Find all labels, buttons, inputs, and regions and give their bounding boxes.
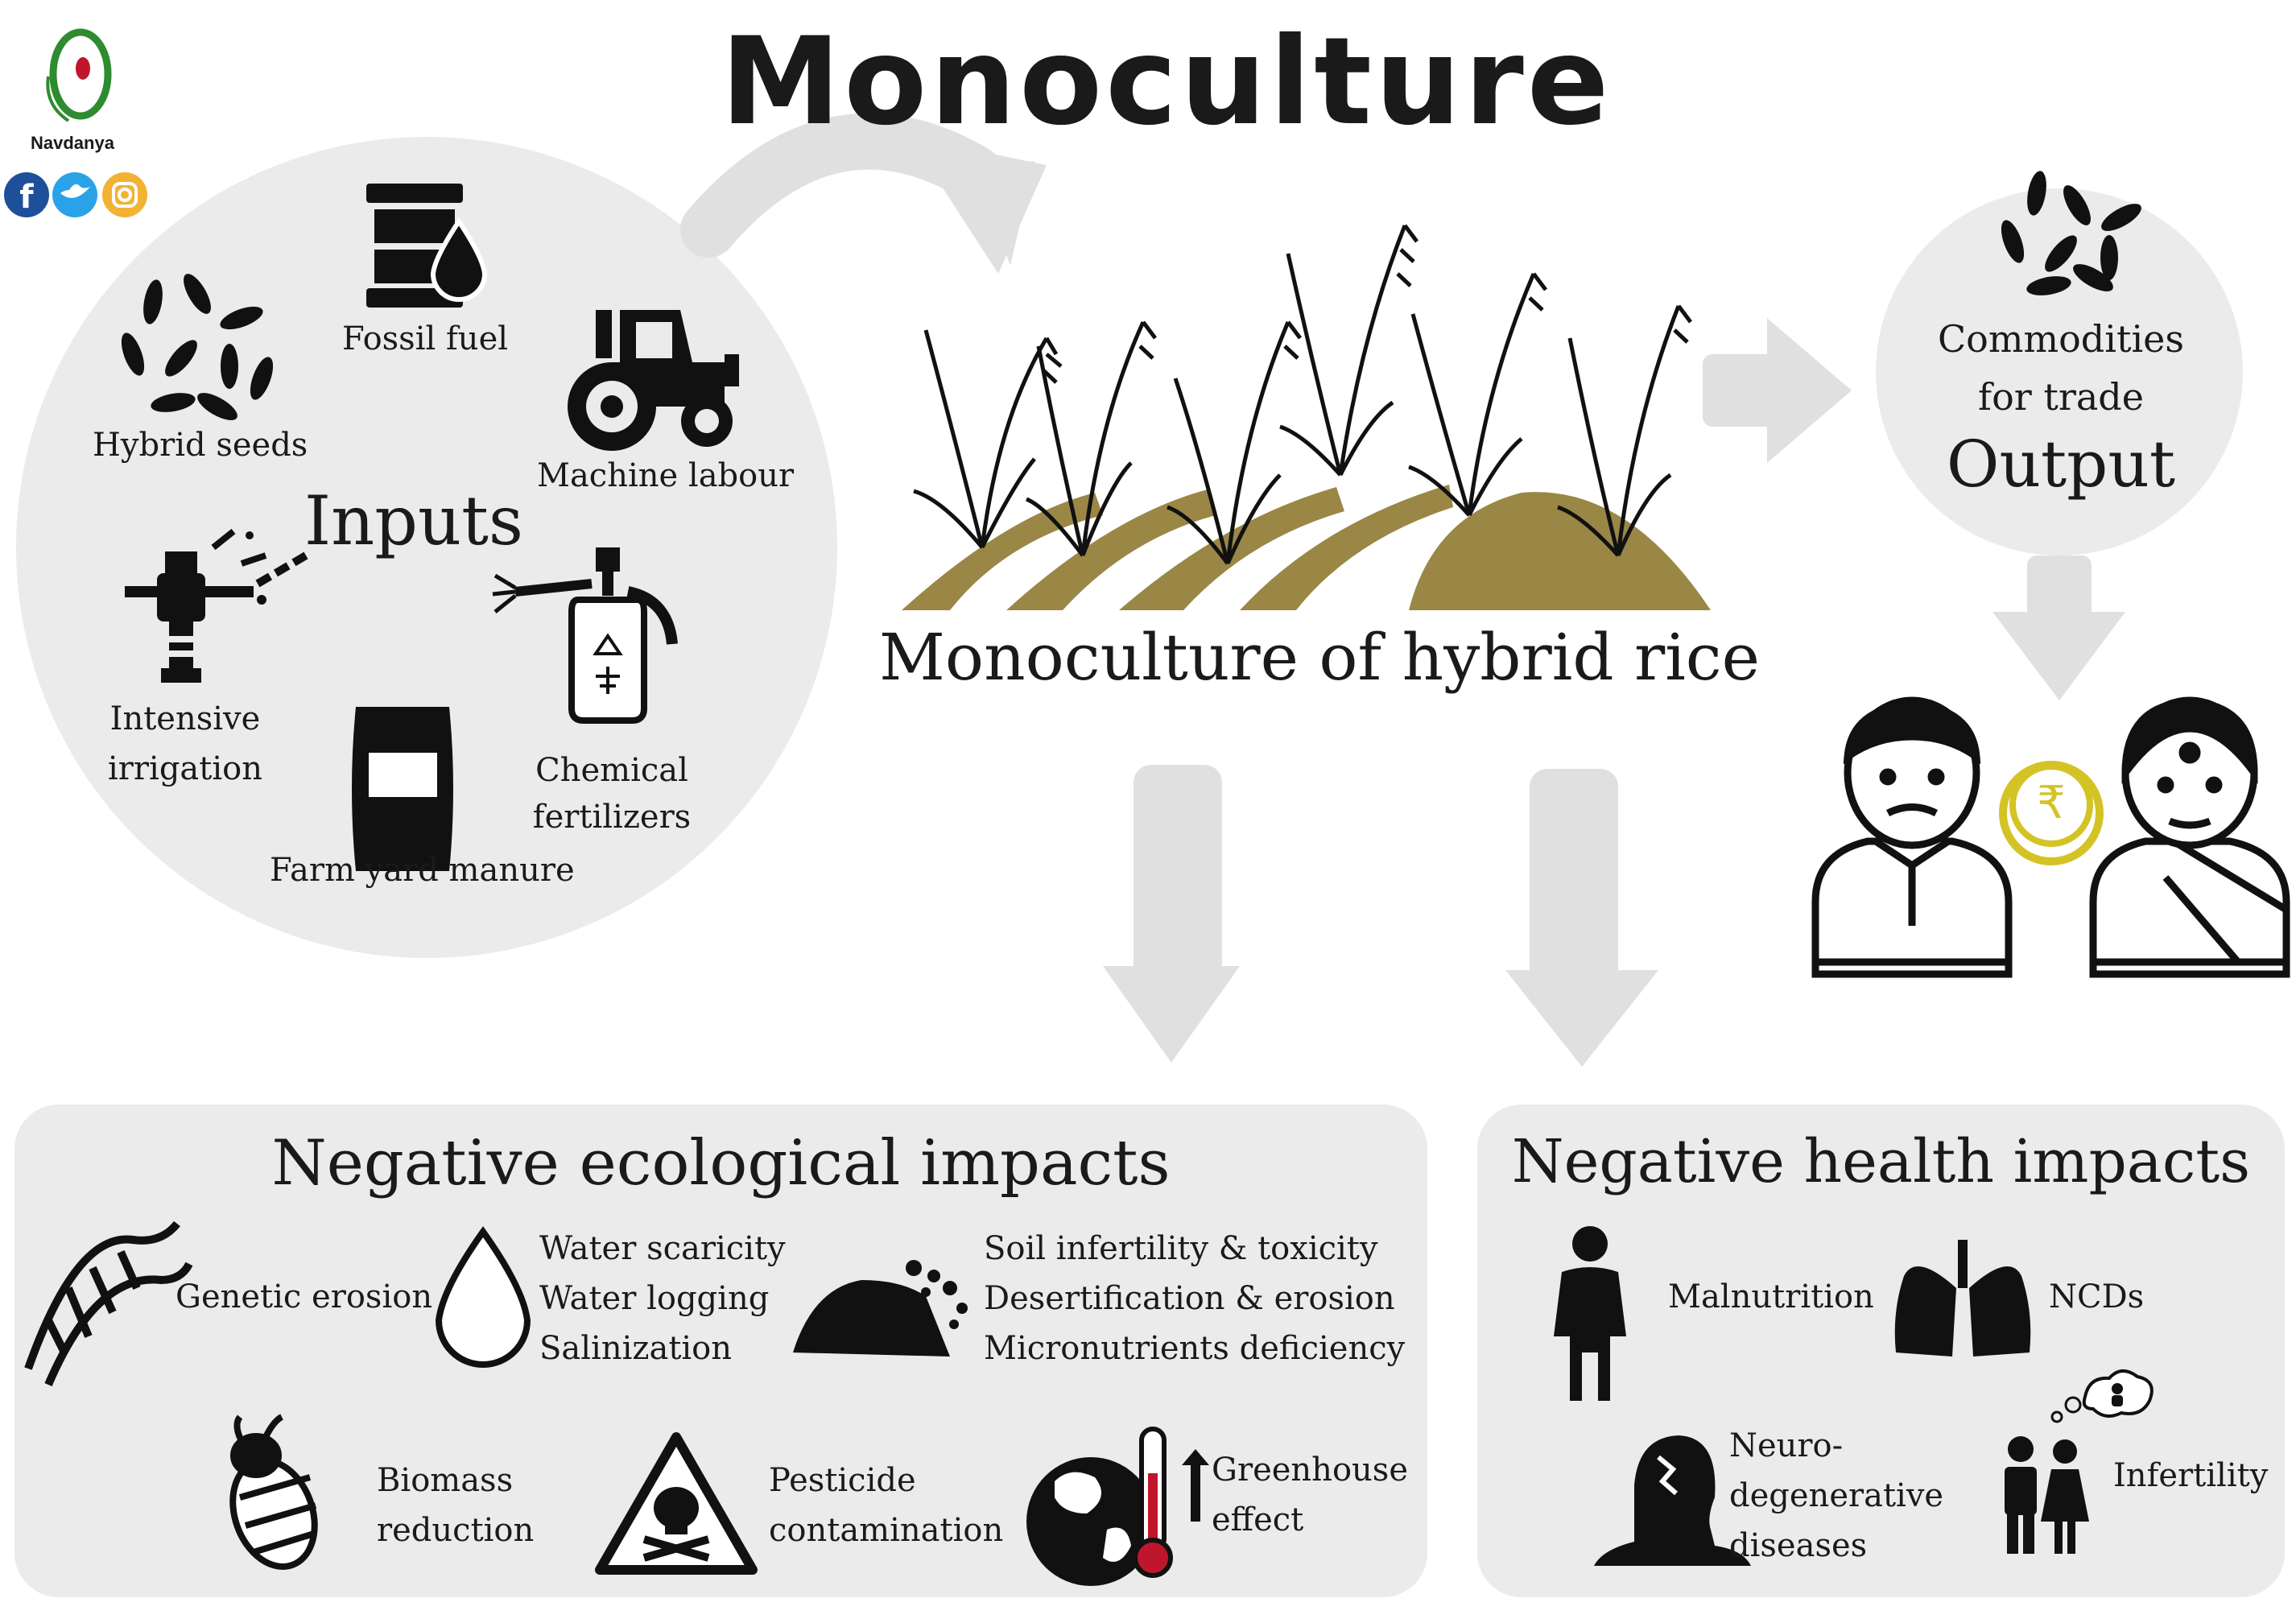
navdanya-logo-icon [46, 28, 112, 122]
monoculture-caption: Monoculture of hybrid rice [879, 620, 1760, 695]
tractor-icon [568, 310, 739, 451]
label-malnutrition: Malnutrition [1668, 1278, 1874, 1315]
water-impact-3: Salinization [539, 1330, 733, 1367]
pesticide-line-2: contamination [769, 1512, 1004, 1549]
commodity-seeds-icon [2001, 171, 2141, 295]
facebook-icon[interactable] [4, 172, 49, 217]
rice-field-icon [902, 485, 1711, 610]
neuro-line-3: diseases [1729, 1527, 1868, 1564]
label-genetic-erosion: Genetic erosion [176, 1278, 433, 1315]
soil-pile-icon [793, 1260, 968, 1357]
water-impact-2: Water logging [539, 1280, 770, 1317]
label-hybrid-seeds: Hybrid seeds [93, 427, 308, 464]
brand-name: Navdanya [31, 133, 114, 153]
output-heading: Output [1946, 427, 2176, 502]
water-impacts: Water scaricity Water logging Salinizati… [539, 1224, 786, 1373]
biomass-line-1: Biomass [377, 1462, 514, 1499]
farmer-man-icon [1811, 696, 2013, 978]
biomass-impact: Biomass reduction [377, 1456, 534, 1555]
label-chemical-fertilizers-line-2: fertilizers [532, 799, 692, 836]
label-fossil-fuel: Fossil fuel [342, 320, 509, 357]
globe-thermometer-icon [1026, 1427, 1209, 1586]
neuro-line-2: degenerative [1729, 1477, 1944, 1514]
sprayer-icon [492, 547, 678, 724]
manure-bag-icon [352, 707, 453, 871]
instagram-icon[interactable] [102, 172, 147, 217]
water-drop-icon [435, 1226, 531, 1368]
farmer-woman-icon [2089, 696, 2290, 978]
sprinkler-icon [125, 528, 308, 683]
label-intensive-irrigation-line-2: irrigation [108, 750, 262, 787]
greenhouse-impact: Greenhouse effect [1212, 1445, 1408, 1545]
output-line-1: Commodities [1937, 317, 2184, 361]
greenhouse-line-1: Greenhouse [1212, 1452, 1408, 1489]
soil-impact-3: Micronutrients deficiency [984, 1330, 1406, 1367]
soil-impact-1: Soil infertility & toxicity [984, 1230, 1378, 1267]
couple-icon [2005, 1369, 2154, 1554]
pesticide-impact: Pesticide contamination [769, 1456, 1003, 1555]
person-icon [1554, 1226, 1626, 1401]
biomass-line-2: reduction [377, 1512, 535, 1549]
output-line-2: for trade [1978, 375, 2144, 419]
greenhouse-line-2: effect [1212, 1501, 1304, 1538]
page-title: Monoculture [721, 12, 1613, 152]
label-chemical-fertilizers: Chemical fertilizers [531, 747, 692, 840]
output-circle [1876, 188, 2243, 555]
down-arrow-right-icon [1505, 769, 1658, 1067]
head-icon [1594, 1435, 1751, 1566]
label-intensive-irrigation-line-1: Intensive [109, 700, 261, 737]
rupee-coin-icon [1999, 761, 2104, 865]
hybrid-seeds-icon [121, 274, 274, 420]
ecological-heading: Negative ecological impacts [271, 1127, 1171, 1200]
dna-icon [24, 1220, 193, 1386]
label-ncds: NCDs [2049, 1278, 2145, 1315]
output-lines: Commodities for trade [1916, 310, 2206, 426]
label-machine-labour: Machine labour [537, 457, 795, 494]
soil-impact-2: Desertification & erosion [984, 1280, 1395, 1317]
right-arrow-icon [1703, 318, 1852, 463]
soil-impacts: Soil infertility & toxicity Desertificat… [984, 1224, 1405, 1373]
bee-icon [229, 1414, 318, 1570]
fossil-fuel-icon [366, 184, 488, 308]
curved-arrow-icon [680, 113, 1047, 274]
neuro-impact: Neuro- degenerative diseases [1729, 1421, 1943, 1571]
label-infertility: Infertility [2113, 1457, 2269, 1494]
svg-text:f: f [19, 179, 34, 216]
down-arrow-icon [1992, 555, 2125, 700]
health-heading: Negative health impacts [1511, 1127, 2251, 1196]
label-intensive-irrigation: Intensive irrigation [101, 694, 270, 794]
lungs-icon [1894, 1240, 2031, 1357]
label-farm-yard-manure: Farm yard manure [270, 852, 575, 889]
skull-warning-icon [595, 1432, 758, 1575]
pesticide-line-1: Pesticide [769, 1462, 916, 1499]
rice-plants-icon [913, 224, 1692, 565]
currency-symbol: ₹ [2037, 777, 2066, 829]
neuro-line-1: Neuro- [1729, 1427, 1844, 1464]
water-impact-1: Water scaricity [539, 1230, 786, 1267]
inputs-heading: Inputs [304, 481, 524, 560]
down-arrow-left-icon [1103, 765, 1240, 1063]
label-chemical-fertilizers-line-1: Chemical [535, 752, 688, 789]
